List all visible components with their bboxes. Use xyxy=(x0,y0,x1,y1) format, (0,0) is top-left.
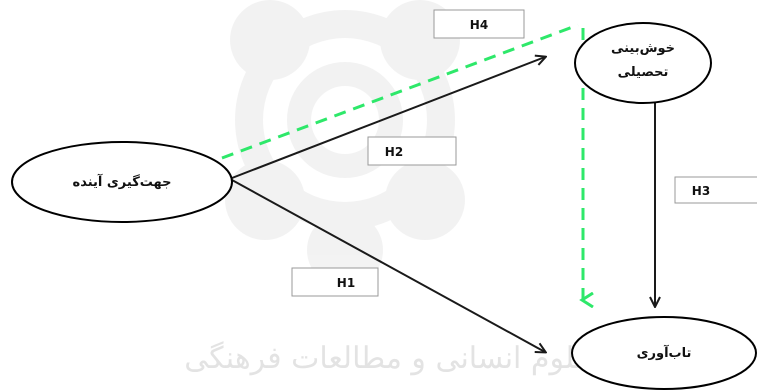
node-resilience: تاب‌آوری xyxy=(571,316,757,390)
node-academic-optimism: خوش‌بینی تحصیلی xyxy=(574,22,712,104)
hypothesis-h3-box: H3 xyxy=(674,176,757,204)
hypothesis-h2-box: H2 xyxy=(367,136,457,166)
edge-h4-segment-1 xyxy=(221,23,579,160)
hypothesis-h3-label: H3 xyxy=(692,184,710,198)
node-academic-optimism-label-1: خوش‌بینی xyxy=(611,41,675,56)
hypothesis-h1-box: H1 xyxy=(291,267,379,297)
hypothesis-h1-label: H1 xyxy=(337,276,355,290)
hypothesis-h2-label: H2 xyxy=(385,145,403,159)
node-resilience-label: تاب‌آوری xyxy=(637,344,692,361)
node-future-orientation: جهت‌گیری آینده xyxy=(11,141,233,223)
hypothesis-h4-box: H4 xyxy=(433,9,525,39)
node-academic-optimism-label-2: تحصیلی xyxy=(618,65,669,80)
edge-h2 xyxy=(231,57,545,179)
node-future-orientation-label: جهت‌گیری آینده xyxy=(73,173,172,190)
edge-h1 xyxy=(231,179,545,352)
hypothesis-h4-label: H4 xyxy=(470,18,488,32)
